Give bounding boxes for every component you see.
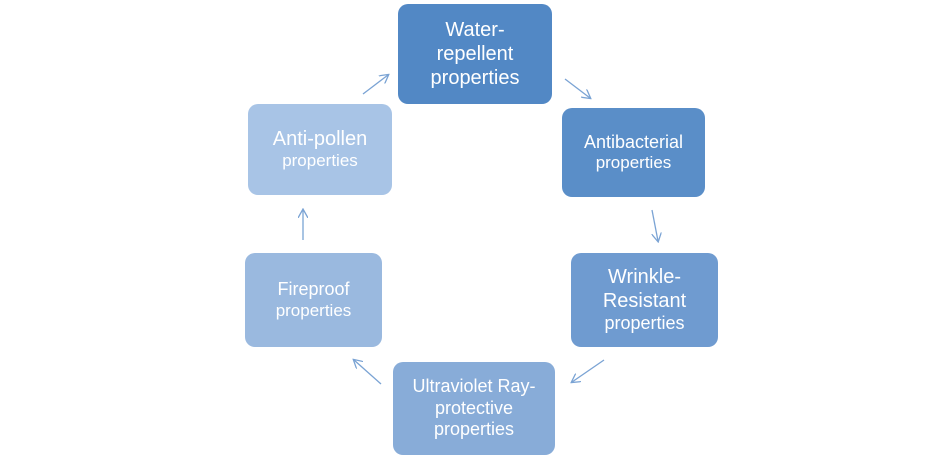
node-ultraviolet-protective[interactable]: Ultraviolet Ray- protective properties	[393, 362, 555, 455]
node-label-line: properties	[275, 300, 352, 320]
node-antibacterial[interactable]: Antibacterial properties	[562, 108, 705, 197]
node-water-repellent[interactable]: Water- repellent properties	[398, 4, 552, 104]
node-label-line: protective	[434, 397, 514, 418]
node-wrinkle-resistant[interactable]: Wrinkle- Resistant properties	[571, 253, 718, 347]
node-label-line: properties	[430, 67, 520, 89]
node-label-line: properties	[282, 151, 358, 171]
node-label-line: Fireproof	[277, 279, 350, 299]
arrow-icon	[572, 359, 605, 382]
node-label-line: properties	[595, 153, 672, 173]
node-label-line: Resistant	[602, 290, 687, 313]
arrow-icon	[362, 75, 388, 95]
node-label-line: Water-	[445, 19, 505, 41]
node-label-line: repellent	[436, 43, 514, 65]
node-label-line: Ultraviolet Ray-	[412, 376, 536, 397]
node-label-line: Anti-pollen	[272, 128, 368, 151]
node-anti-pollen[interactable]: Anti-pollen properties	[248, 104, 392, 195]
node-label-line: properties	[433, 419, 515, 440]
node-label-line: properties	[604, 313, 685, 334]
node-fireproof[interactable]: Fireproof properties	[245, 253, 382, 347]
arrow-icon	[354, 360, 382, 385]
node-label-line: Antibacterial	[583, 131, 684, 152]
arrow-icon	[651, 209, 658, 241]
node-label-line: Wrinkle-	[608, 266, 681, 289]
arrow-icon	[564, 78, 590, 98]
